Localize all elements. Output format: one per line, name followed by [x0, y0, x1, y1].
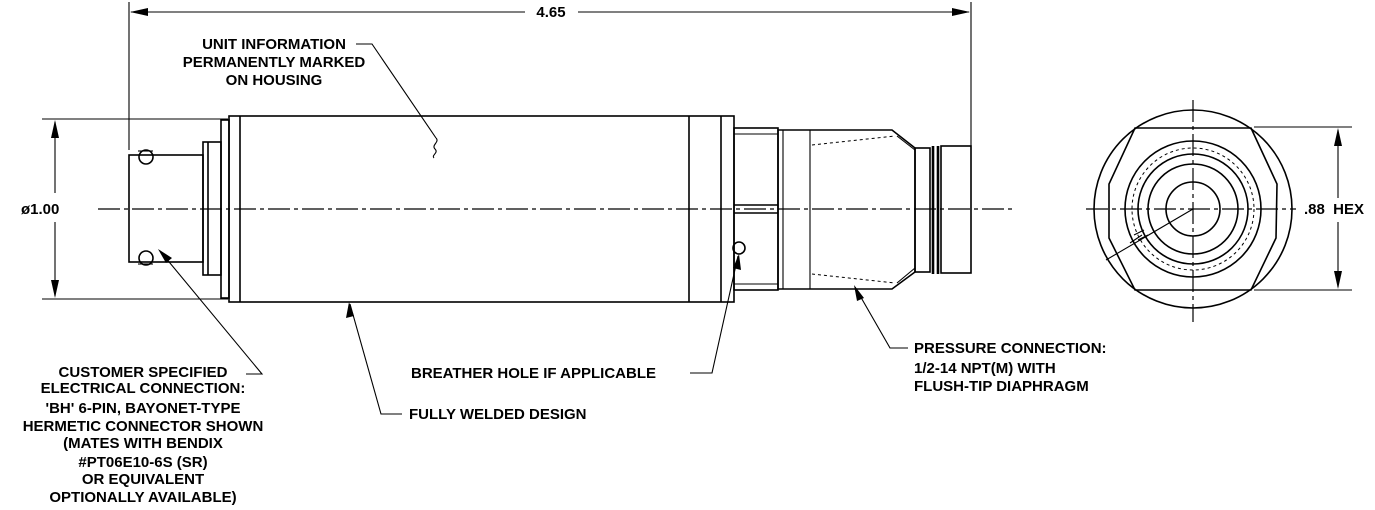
pressure-fitting: [777, 129, 972, 290]
unit-info-callout: UNIT INFORMATION PERMANENTLY MARKED ON H…: [183, 36, 438, 159]
electrical-line-7: OR EQUIVALENT: [82, 471, 204, 488]
electrical-line-5: (MATES WITH BENDIX: [63, 435, 223, 452]
electrical-line-6: #PT06E10-6S (SR): [78, 454, 207, 471]
hex-dimension: .88 HEX: [1254, 126, 1364, 291]
pressure-line-3: FLUSH-TIP DIAPHRAGM: [914, 378, 1089, 395]
breather-label: BREATHER HOLE IF APPLICABLE: [411, 365, 656, 382]
electrical-callout: CUSTOMER SPECIFIED ELECTRICAL CONNECTION…: [23, 249, 264, 506]
welded-callout: FULLY WELDED DESIGN: [346, 302, 587, 423]
diameter-label: ø1.00: [21, 201, 59, 218]
unit-info-line-2: PERMANENTLY MARKED: [183, 54, 366, 71]
electrical-line-1: CUSTOMER SPECIFIED: [59, 364, 228, 381]
pressure-line-1: PRESSURE CONNECTION:: [914, 340, 1107, 357]
end-view: [1086, 100, 1296, 322]
welded-label: FULLY WELDED DESIGN: [409, 406, 587, 423]
diameter-dimension: ø1.00: [21, 118, 228, 300]
breather-callout: BREATHER HOLE IF APPLICABLE: [411, 254, 741, 382]
unit-info-line-3: ON HOUSING: [226, 72, 323, 89]
overall-length-label: 4.65: [536, 4, 565, 21]
electrical-line-2: ELECTRICAL CONNECTION:: [41, 380, 246, 397]
overall-length-dimension: 4.65: [128, 2, 972, 150]
hex-label: .88 HEX: [1304, 201, 1364, 218]
pressure-callout: PRESSURE CONNECTION: 1/2-14 NPT(M) WITH …: [854, 285, 1107, 395]
electrical-line-8: OPTIONALLY AVAILABLE): [49, 489, 236, 506]
unit-info-line-1: UNIT INFORMATION: [202, 36, 346, 53]
pressure-line-2: 1/2-14 NPT(M) WITH: [914, 360, 1056, 377]
electrical-line-4: HERMETIC CONNECTOR SHOWN: [23, 418, 264, 435]
electrical-line-3: 'BH' 6-PIN, BAYONET-TYPE: [46, 400, 241, 417]
